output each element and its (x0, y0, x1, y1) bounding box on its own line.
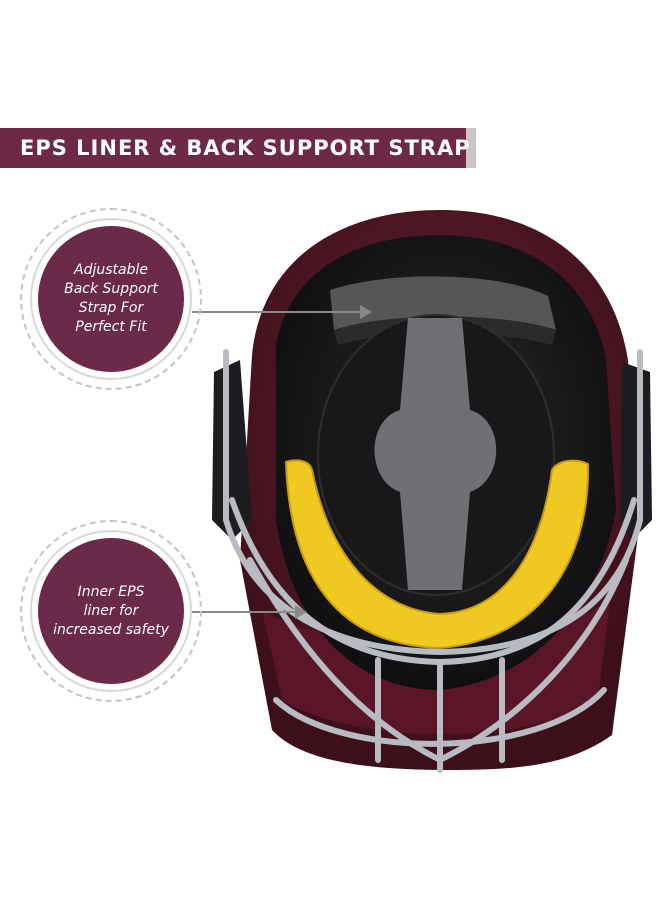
callout-back-strap: Adjustable Back Support Strap For Perfec… (20, 208, 202, 390)
callout-ring (20, 520, 202, 702)
left-ear-flap (212, 360, 252, 540)
back-strap-pad (330, 276, 556, 330)
grey-cross-pad (374, 318, 497, 590)
banner-title: EPS LINER & BACK SUPPORT STRAP (20, 136, 471, 160)
yellow-eps-liner (284, 459, 590, 650)
callout-ring (20, 208, 202, 390)
steel-grille (223, 349, 643, 773)
right-ear-flap (620, 362, 652, 540)
section-banner: EPS LINER & BACK SUPPORT STRAP (0, 128, 476, 168)
callout-eps-liner: Inner EPS liner for increased safety (20, 520, 202, 702)
